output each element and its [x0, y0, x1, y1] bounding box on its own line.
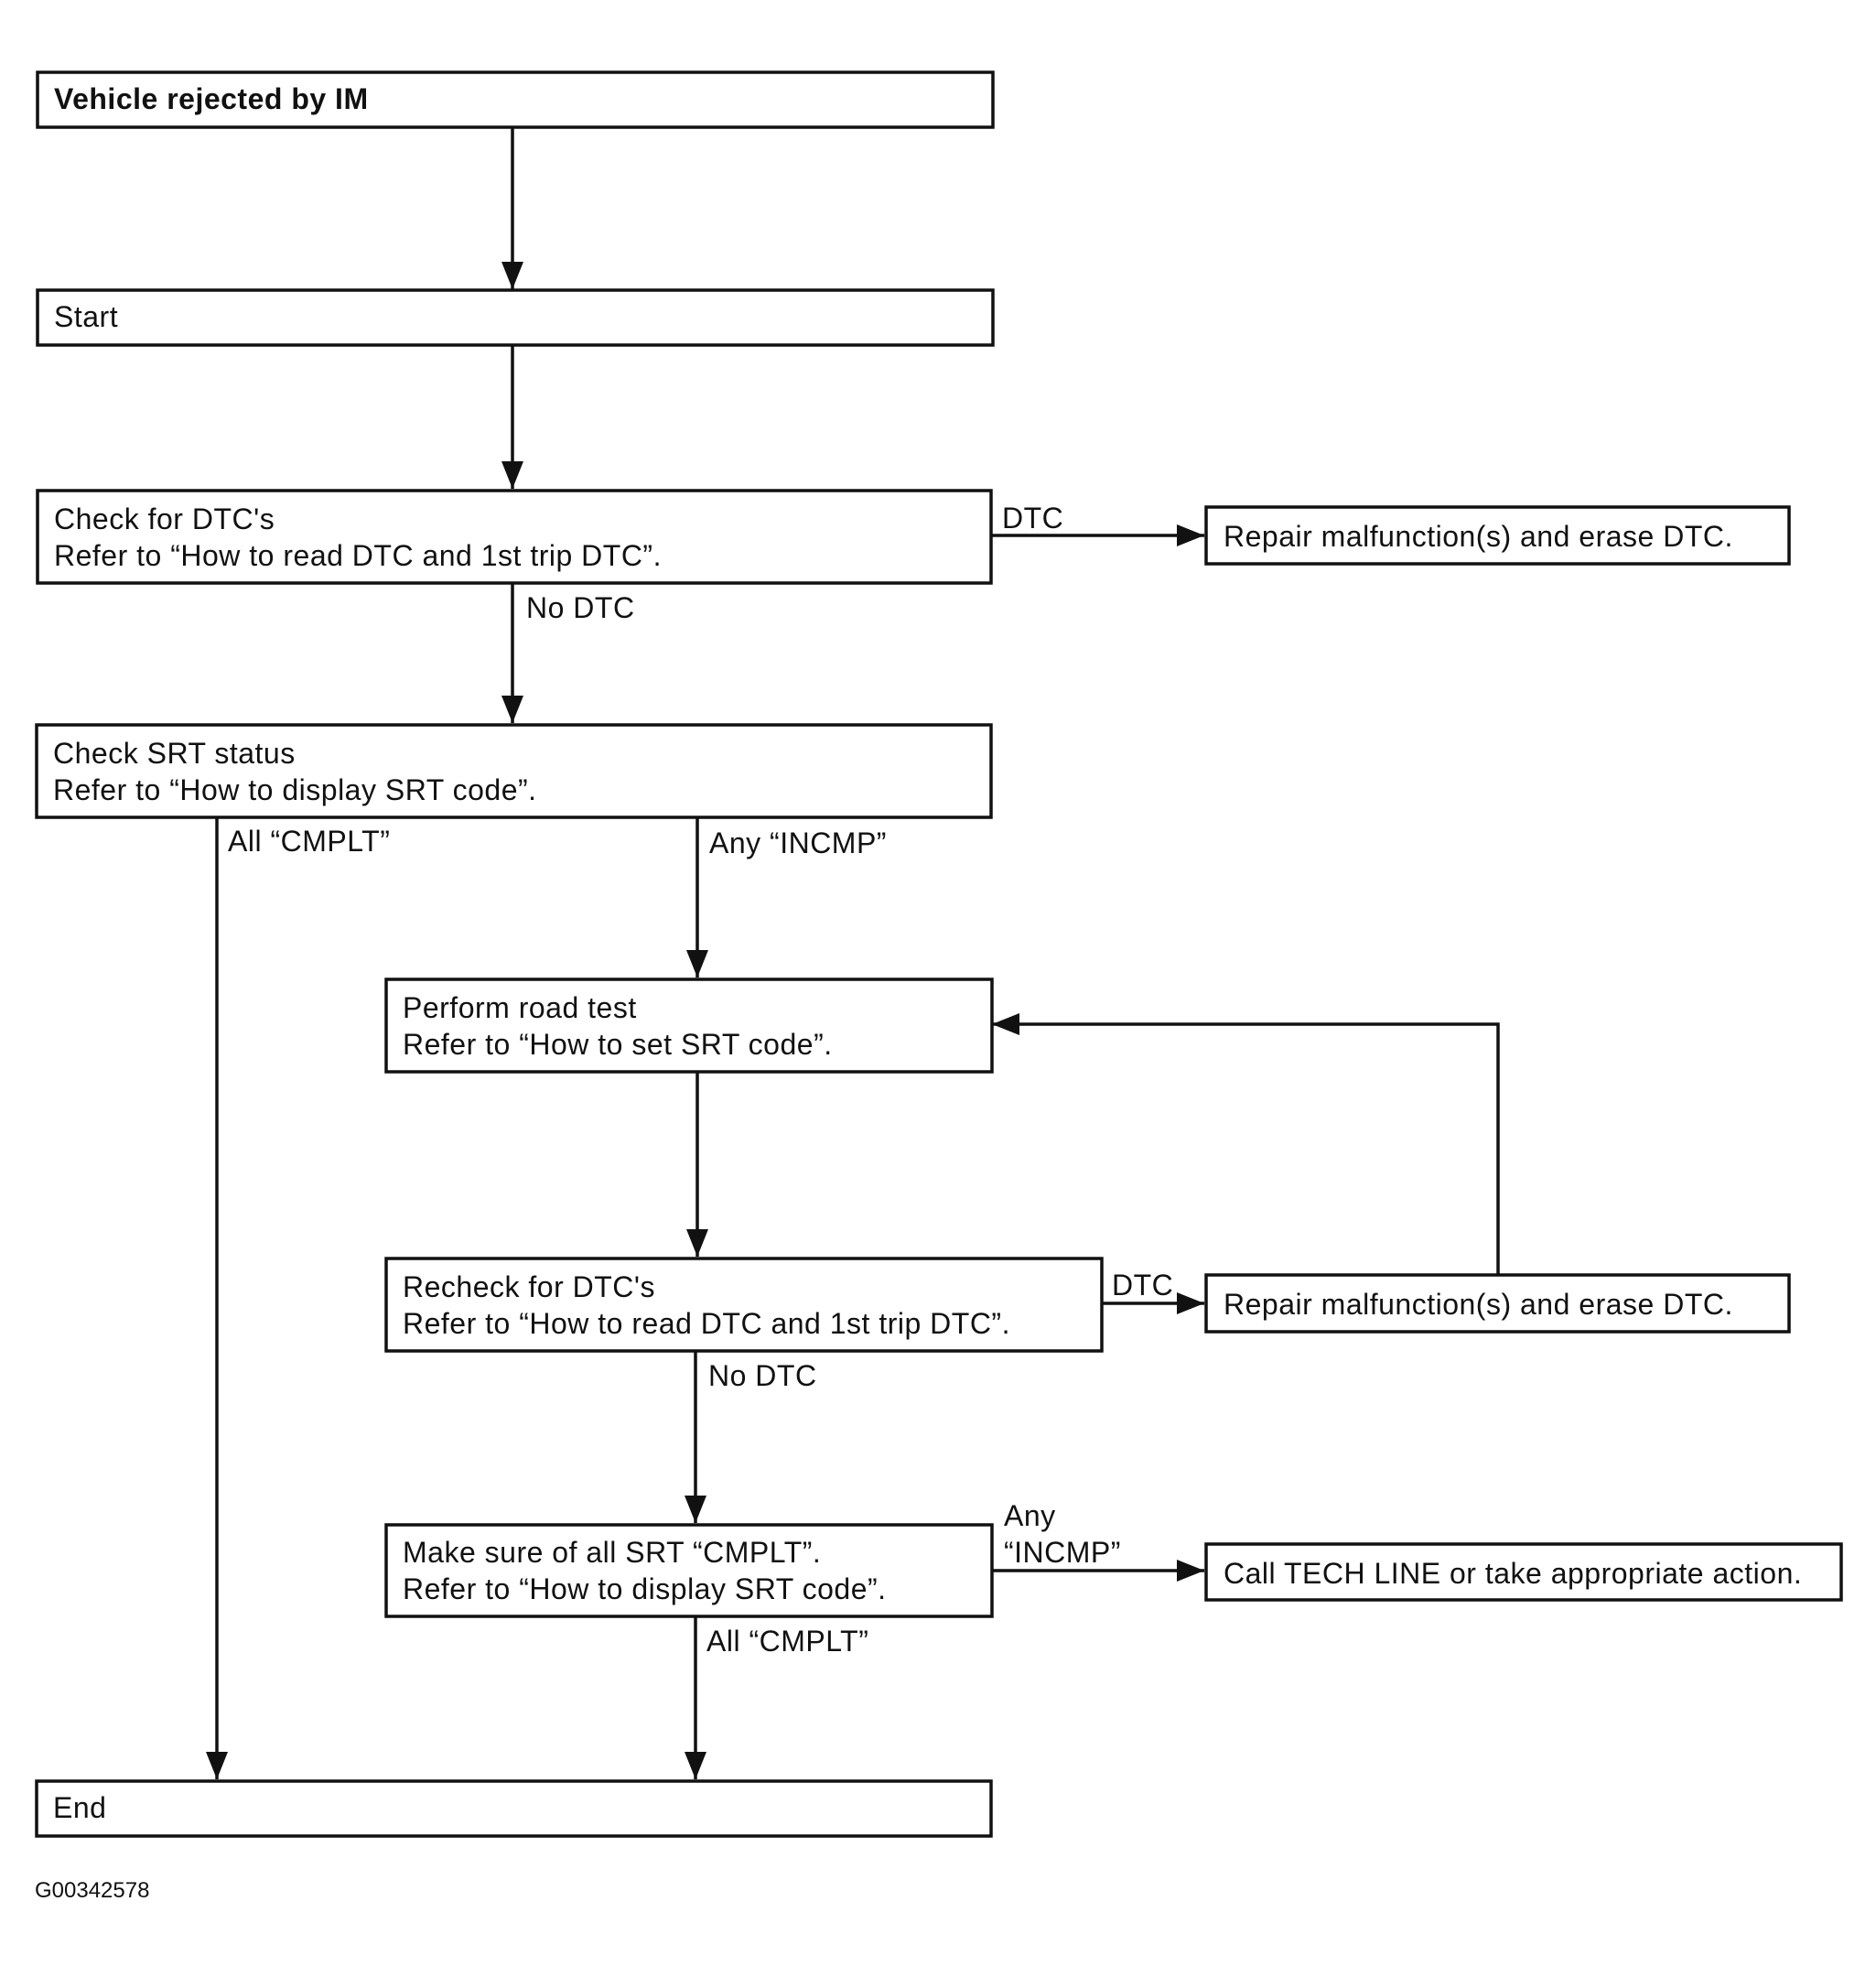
svg-text:Vehicle rejected by IM: Vehicle rejected by IM	[54, 82, 369, 115]
node-call-tech: Call TECH LINE or take appropriate actio…	[1204, 1542, 1843, 1602]
node-vehicle-rejected-line-1: Vehicle rejected by IM	[54, 82, 369, 115]
edge-label-recheck-dtc-to-make-sure: No DTC	[708, 1359, 817, 1392]
node-road-test-line-1: Perform road test	[403, 991, 637, 1024]
node-end: End	[35, 1779, 993, 1838]
edge-label-check-dtc-to-check-srt: No DTC	[526, 591, 635, 624]
node-check-dtc-line-1: Check for DTC's	[54, 502, 275, 535]
svg-text:Check for DTC's Refer: Check for DTC's Refer to “How to read DT…	[54, 502, 662, 572]
node-repair-1: Repair malfunction(s) and erase DTC.	[1204, 505, 1791, 566]
node-make-sure: Make sure of all SRT “CMPLT”. Refer to “…	[384, 1523, 994, 1618]
edge-repair-2-to-road-test	[992, 1013, 1500, 1274]
svg-text:Repair malfunction(s) and eras: Repair malfunction(s) and erase DTC.	[1224, 520, 1733, 553]
node-repair-1-line-1: Repair malfunction(s) and erase DTC.	[1224, 520, 1733, 553]
svg-text:End: End	[53, 1791, 106, 1824]
edge-label-check-srt-to-road-test: Any “INCMP”	[709, 826, 887, 859]
node-recheck-dtc-line-1: Recheck for DTC's	[403, 1270, 655, 1303]
edges	[206, 127, 1500, 1779]
svg-text:Perform road test Refe: Perform road test Refer to “How to set S…	[403, 991, 833, 1061]
node-make-sure-line-1: Make sure of all SRT “CMPLT”.	[403, 1536, 821, 1569]
svg-text:Call TECH LINE or take appropr: Call TECH LINE or take appropriate actio…	[1224, 1557, 1802, 1590]
svg-text:Make sure of all SRT “CMPLT”.: Make sure of all SRT “CMPLT”. Refer to “…	[403, 1536, 887, 1605]
node-start: Start	[36, 288, 995, 347]
node-start-line-1: Start	[54, 300, 118, 333]
edge-label-make-sure-to-end: All “CMPLT”	[706, 1625, 868, 1658]
node-recheck-dtc-line-2: Refer to “How to read DTC and 1st trip D…	[403, 1307, 1010, 1340]
edge-label-check-srt-to-end: All “CMPLT”	[228, 825, 390, 858]
node-check-dtc-line-2: Refer to “How to read DTC and 1st trip D…	[54, 539, 662, 572]
node-road-test-line-2: Refer to “How to set SRT code”.	[403, 1028, 833, 1061]
edge-label-make-sure-to-call-tech: Any “INCMP”	[1004, 1499, 1121, 1569]
node-recheck-dtc: Recheck for DTC's Refer to “How to read …	[384, 1257, 1104, 1353]
edge-label-check-dtc-to-repair-1: DTC	[1002, 502, 1063, 535]
node-road-test: Perform road test Refer to “How to set S…	[384, 978, 994, 1074]
figure-id: G00342578	[35, 1878, 149, 1903]
node-check-srt-line-2: Refer to “How to display SRT code”.	[53, 773, 537, 806]
edge-labels: DTC No DTC All “CMPLT” Any “INCMP” DTC N…	[228, 502, 1173, 1658]
node-repair-2: Repair malfunction(s) and erase DTC.	[1204, 1273, 1791, 1334]
edge-label-recheck-dtc-to-repair-2: DTC	[1112, 1269, 1173, 1302]
svg-text:Start: Start	[54, 300, 118, 333]
svg-text:Recheck for DTC's Refe: Recheck for DTC's Refer to “How to read …	[403, 1270, 1010, 1340]
node-vehicle-rejected: Vehicle rejected by IM	[36, 70, 995, 129]
node-end-line-1: End	[53, 1791, 106, 1824]
svg-text:Check SRT status Refer: Check SRT status Refer to “How to displa…	[53, 737, 537, 806]
node-check-srt: Check SRT status Refer to “How to displa…	[35, 723, 993, 819]
node-check-srt-line-1: Check SRT status	[53, 737, 296, 770]
svg-text:Repair malfunction(s) and eras: Repair malfunction(s) and erase DTC.	[1224, 1288, 1733, 1321]
node-make-sure-line-2: Refer to “How to display SRT code”.	[403, 1572, 887, 1605]
nodes: Vehicle rejected by IM Start Check for D…	[35, 70, 1843, 1838]
node-repair-2-line-1: Repair malfunction(s) and erase DTC.	[1224, 1288, 1733, 1321]
node-check-dtc: Check for DTC's Refer to “How to read DT…	[36, 489, 993, 585]
node-call-tech-line-1: Call TECH LINE or take appropriate actio…	[1224, 1557, 1802, 1590]
